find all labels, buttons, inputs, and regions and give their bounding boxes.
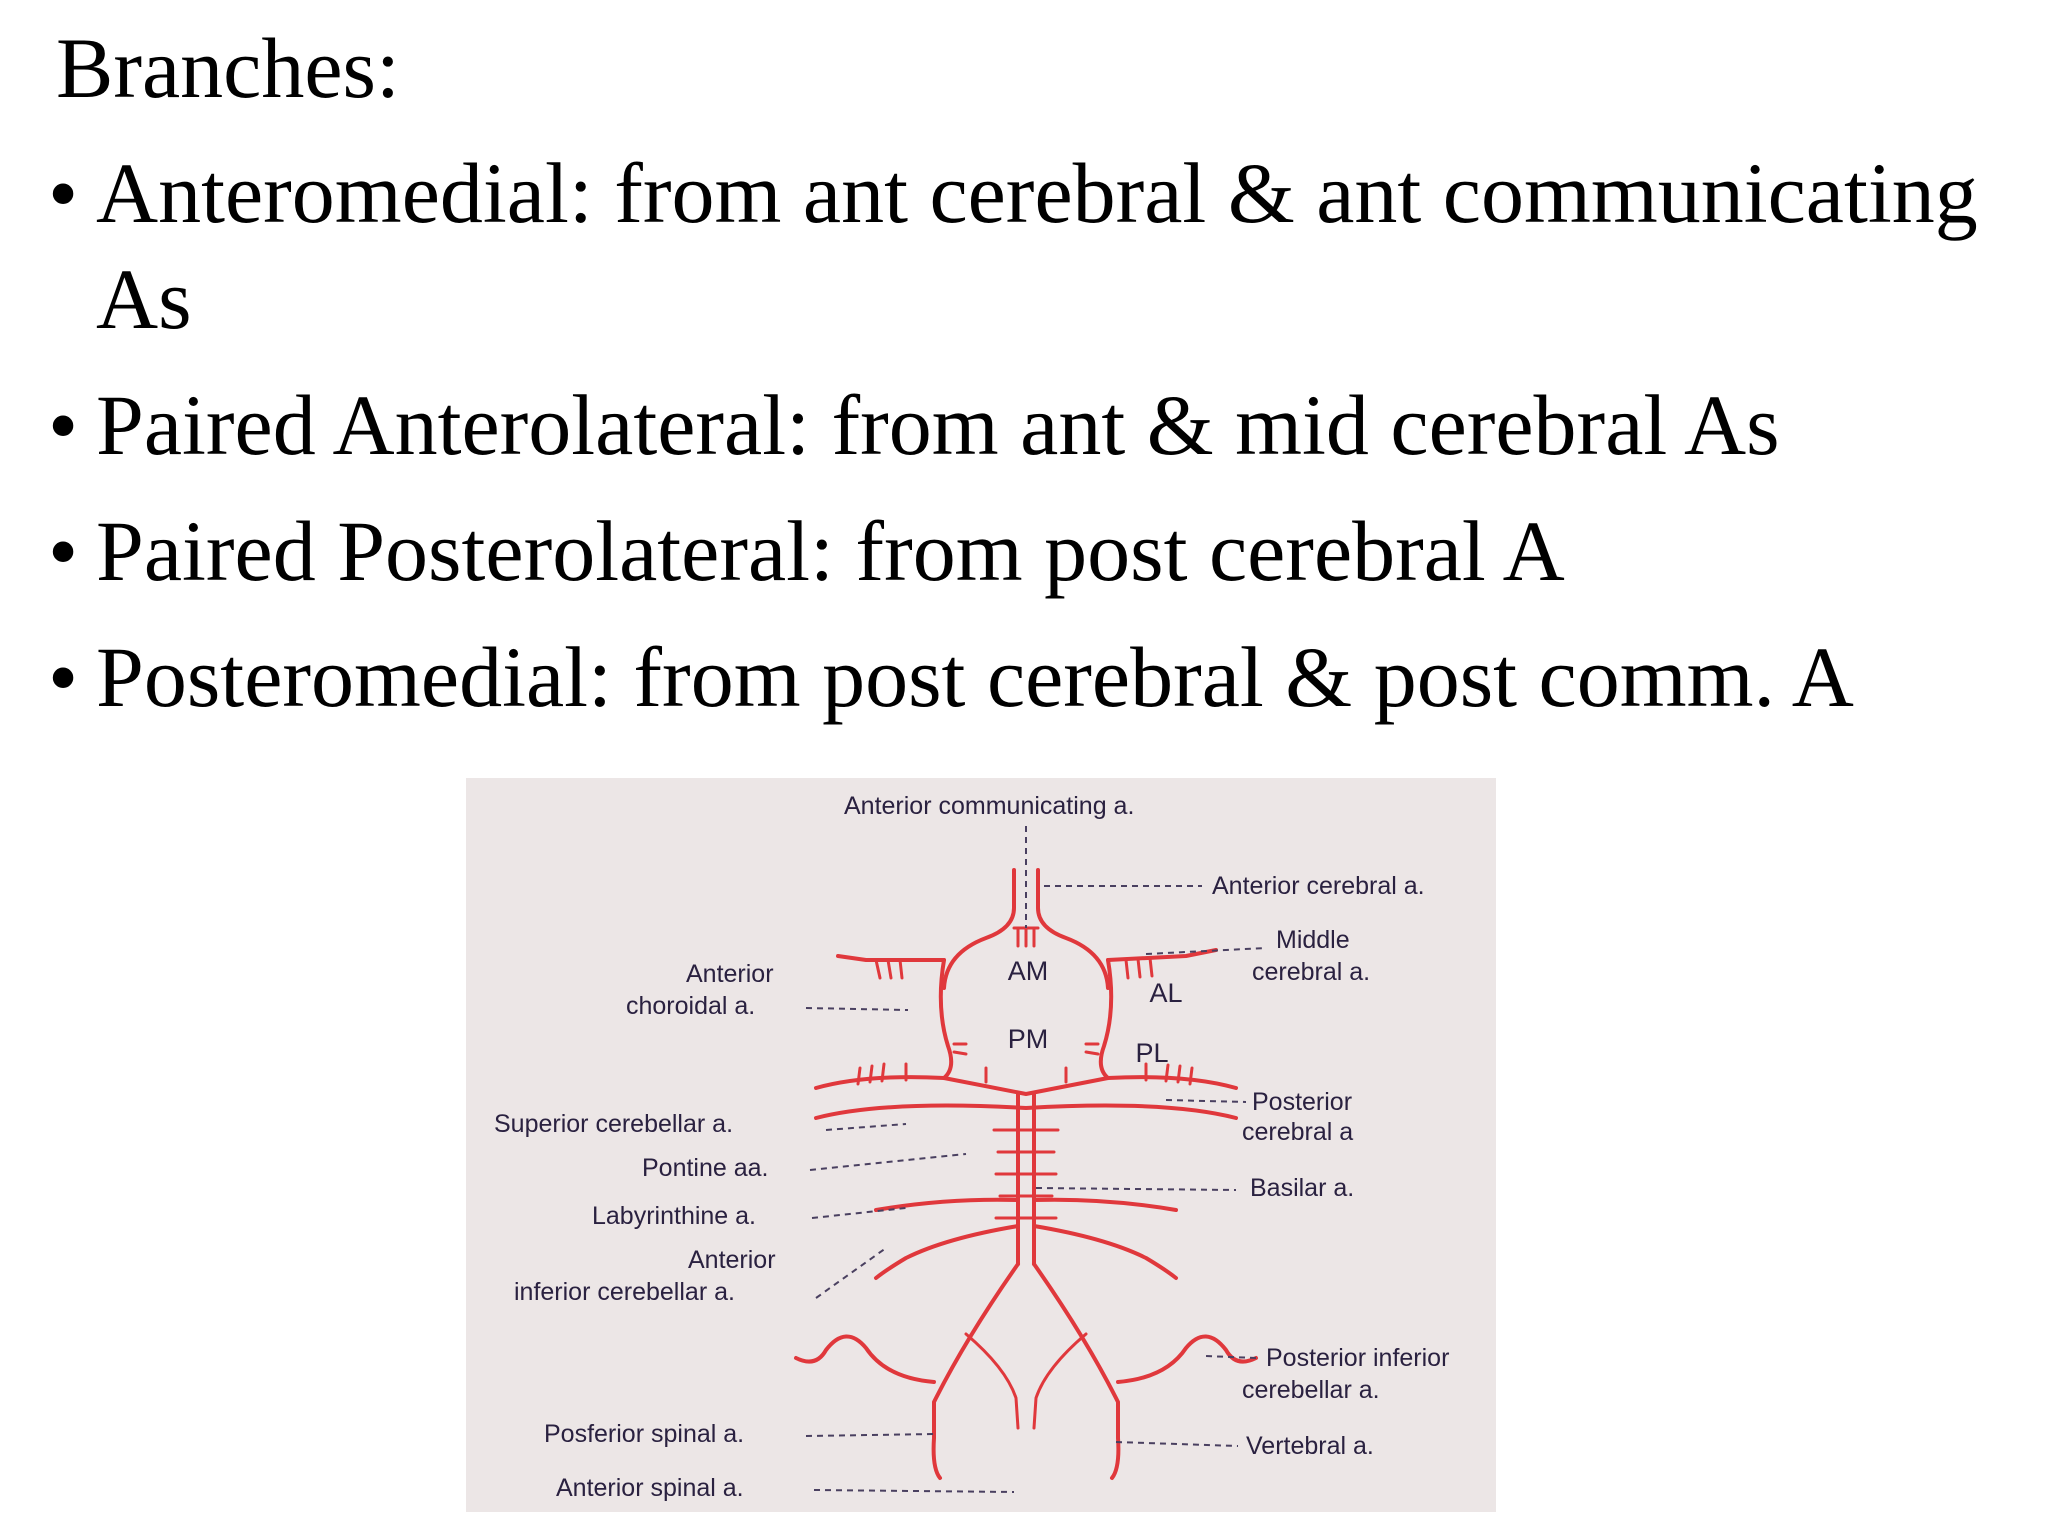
- anterior-inferior-cerebellar-artery: [874, 1224, 1178, 1280]
- arterial-circle-diagram: AM PM AL PL Anterior communicating a. An…: [466, 778, 1496, 1512]
- pontine-branches: [992, 1128, 1060, 1220]
- circle-right-side: [1098, 958, 1114, 1080]
- labyrinthine-artery: [874, 1197, 1178, 1212]
- artery-drawing: [794, 868, 1258, 1480]
- bullet-glyph: •: [48, 145, 79, 241]
- middle-cerebral-artery-left: [836, 954, 946, 962]
- leader-middle-cerebral: [1145, 947, 1267, 955]
- posterior-cerebral-branches: [904, 1062, 1148, 1084]
- leader-anterior-spinal: [813, 1489, 1015, 1493]
- label-vertebral: Vertebral a.: [1246, 1432, 1374, 1460]
- vertebral-artery-left: [931, 1262, 1020, 1480]
- label-middle-cerebral-2: cerebral a.: [1252, 958, 1370, 986]
- label-superior-cerebellar: Superior cerebellar a.: [494, 1110, 733, 1138]
- label-basilar: Basilar a.: [1250, 1174, 1354, 1202]
- label-anterior-spinal: Anterior spinal a.: [556, 1474, 744, 1502]
- diagram-background: [466, 778, 1496, 1512]
- slide-title: Branches:: [56, 20, 400, 116]
- vertebral-artery-right: [1032, 1262, 1121, 1480]
- leader-basilar: [1035, 1187, 1237, 1191]
- circle-left-side: [938, 958, 954, 1080]
- label-posterior-spinal: Posferior spinal a.: [544, 1420, 744, 1448]
- leader-pica: [1205, 1355, 1257, 1359]
- leader-labyrinthine: [811, 1207, 907, 1219]
- leader-lines: [805, 826, 1267, 1493]
- bullet-glyph: •: [48, 377, 79, 473]
- anterolateral-perforators-right: [1124, 956, 1154, 980]
- label-anterior-choroidal-1: Anterior: [686, 960, 774, 988]
- label-anterior-communicating: Anterior communicating a.: [844, 792, 1134, 820]
- zone-label-al: AL: [1149, 978, 1182, 1008]
- zone-label-am: AM: [1008, 956, 1049, 986]
- label-aica-1: Anterior: [688, 1246, 776, 1274]
- label-anterior-cerebral: Anterior cerebral a.: [1212, 872, 1425, 900]
- label-pontine: Pontine aa.: [642, 1154, 769, 1182]
- zone-label-pl: PL: [1135, 1038, 1168, 1068]
- zone-label-pm: PM: [1008, 1024, 1049, 1054]
- posterior-cerebral-artery: [814, 1075, 1238, 1096]
- bullet-text: Paired Posterolateral: from post cerebra…: [96, 503, 1565, 599]
- bullet-text: Paired Anterolateral: from ant & mid cer…: [96, 377, 1780, 473]
- bullet-text: Posteromedial: from post cerebral & post…: [96, 629, 1854, 725]
- diagram-svg: AM PM AL PL Anterior communicating a. An…: [466, 778, 1496, 1512]
- leader-aica: [815, 1247, 887, 1299]
- posterior-inferior-cerebellar-artery-right: [1116, 1334, 1258, 1384]
- bullet-list: •Anteromedial: from ant cerebral & ant c…: [48, 140, 2028, 750]
- superior-cerebellar-artery: [814, 1103, 1238, 1120]
- leader-pontine: [809, 1153, 967, 1171]
- posterior-inferior-cerebellar-artery-left: [794, 1334, 936, 1384]
- basilar-artery: [1016, 1092, 1036, 1266]
- posteromedial-perforators: [952, 1042, 1100, 1056]
- label-labyrinthine: Labyrinthine a.: [592, 1202, 756, 1230]
- anterolateral-perforators-left: [874, 958, 904, 980]
- label-pica-2: cerebellar a.: [1242, 1376, 1380, 1404]
- label-anterior-choroidal-2: choroidal a.: [626, 992, 755, 1020]
- leader-superior-cerebellar: [825, 1123, 907, 1131]
- leader-vertebral: [1115, 1441, 1239, 1447]
- bullet-glyph: •: [48, 629, 79, 725]
- bullet-posteromedial: •Posteromedial: from post cerebral & pos…: [48, 624, 2028, 730]
- posterolateral-perforators: [856, 1062, 1194, 1086]
- label-posterior-cerebral-1: Posterior: [1252, 1088, 1352, 1116]
- anterior-cerebral-artery-left: [942, 868, 1016, 990]
- bullet-posterolateral: •Paired Posterolateral: from post cerebr…: [48, 498, 2028, 604]
- bullet-glyph: •: [48, 503, 79, 599]
- bullet-anteromedial: •Anteromedial: from ant cerebral & ant c…: [48, 140, 2028, 352]
- label-posterior-cerebral-2: cerebral a: [1242, 1118, 1353, 1146]
- label-middle-cerebral-1: Middle: [1276, 926, 1350, 954]
- anterior-spinal-artery: [964, 1332, 1088, 1430]
- leader-posterior-cerebral: [1165, 1099, 1247, 1103]
- anterior-cerebral-artery-right: [1036, 868, 1110, 990]
- bullet-text: Anteromedial: from ant cerebral & ant co…: [96, 145, 1978, 347]
- label-pica-1: Posterior inferior: [1266, 1344, 1449, 1372]
- anteromedial-perforators: [1016, 926, 1036, 948]
- bullet-anterolateral: •Paired Anterolateral: from ant & mid ce…: [48, 372, 2028, 478]
- label-aica-2: inferior cerebellar a.: [514, 1278, 735, 1306]
